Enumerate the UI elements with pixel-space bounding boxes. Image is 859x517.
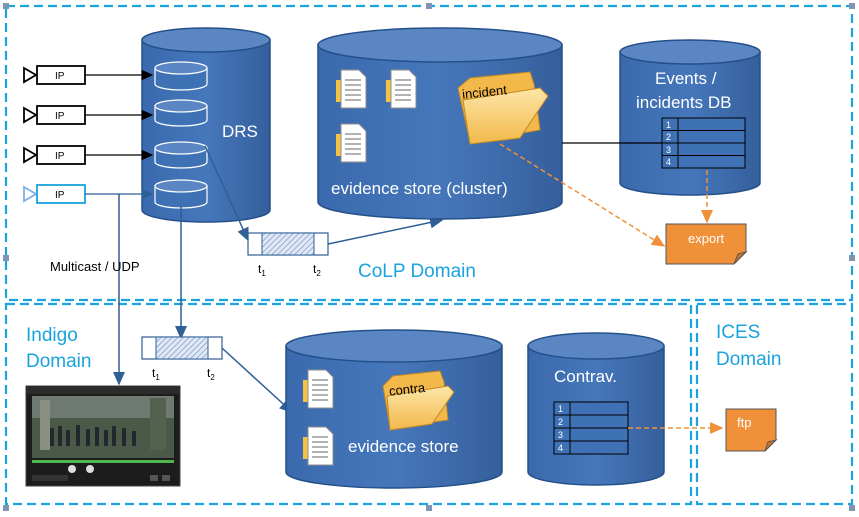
export-label: export [688, 231, 725, 246]
document-icon [336, 123, 367, 163]
incident-folder-label: incident [461, 82, 508, 102]
frame-handle [426, 505, 432, 511]
document-icon [303, 369, 334, 409]
frame-handle [849, 255, 855, 261]
ip-label: IP [55, 190, 65, 201]
buffer-to-evidence-cluster-arrow [327, 216, 444, 245]
ices-domain-frame [695, 302, 854, 506]
ip-sources: IP IP IP IP [23, 65, 154, 204]
table-row-number: 3 [666, 145, 671, 155]
incident-folder-icon: incident [457, 71, 549, 145]
table-row-number: 2 [558, 417, 563, 427]
table-row-number: 1 [558, 404, 563, 414]
ip-source: IP [23, 105, 154, 125]
evidence-store-label: evidence store [348, 437, 459, 456]
export-document: export [665, 223, 748, 265]
video-player [25, 385, 181, 487]
frame-handle [3, 505, 9, 511]
ip-label: IP [55, 71, 65, 82]
partition-cylinder [154, 61, 208, 91]
timeline-bar [32, 460, 174, 463]
drs-to-buffer-arrow [204, 145, 249, 242]
indigo-domain-label-1: Indigo [26, 325, 78, 346]
ftp-label: ftp [737, 415, 751, 430]
partition-cylinder [154, 99, 208, 127]
events-db-label-1: Events / [655, 69, 717, 88]
frame-handle [3, 3, 9, 9]
evidence-store-cluster-label: evidence store (cluster) [331, 179, 508, 198]
multicast-label: Multicast / UDP [50, 259, 140, 274]
events-table: 1 2 3 4 [661, 117, 746, 169]
contra-folder-icon: contra [382, 370, 455, 431]
table-row-number: 2 [666, 132, 671, 142]
table-row-number: 1 [666, 120, 671, 130]
document-icon [336, 69, 367, 109]
indigo-domain-label-2: Domain [26, 351, 91, 372]
contrav-label: Contrav. [554, 367, 617, 386]
drs-partitions [154, 61, 208, 209]
buffer-top: t1 t2 [247, 232, 329, 278]
contrav-table: 1 2 3 4 [553, 401, 629, 455]
table-row-number: 4 [666, 157, 671, 167]
table-row-number: 3 [558, 430, 563, 440]
document-icon [303, 426, 334, 466]
buffer-top-t2: t2 [313, 262, 321, 278]
contra-folder-label: contra [388, 380, 426, 399]
events-db-label-2: incidents DB [636, 93, 731, 112]
ip-label: IP [55, 151, 65, 162]
pause-icon [86, 465, 94, 473]
buffer-bottom-t1: t1 [152, 366, 160, 382]
ip-source: IP [23, 145, 154, 165]
play-icon [68, 465, 76, 473]
frame-handle [849, 505, 855, 511]
frame-handle [3, 255, 9, 261]
ices-domain-label-1: ICES [716, 322, 760, 343]
frame-handle [849, 3, 855, 9]
frame-handle [426, 3, 432, 9]
domain-frames [3, 3, 855, 511]
ip-source-multicast: IP [23, 184, 154, 204]
partition-cylinder [154, 179, 208, 209]
ip-label: IP [55, 111, 65, 122]
indigo-domain-frame [4, 302, 693, 506]
buffer-bottom-t2: t2 [207, 366, 215, 382]
buffer-bottom: t1 t2 [141, 336, 223, 382]
ftp-document: ftp [725, 408, 778, 452]
ices-domain-label-2: Domain [716, 349, 781, 370]
document-icon [386, 69, 417, 109]
colp-domain-label: CoLP Domain [358, 261, 476, 282]
folder-to-export-arrow [499, 143, 666, 247]
partition-cylinder [154, 141, 208, 169]
ip-source: IP [23, 65, 154, 85]
drs-label: DRS [222, 122, 258, 141]
buffer-top-t1: t1 [258, 262, 266, 278]
bottom-buffer-to-evidence-arrow [221, 347, 294, 414]
table-row-number: 4 [558, 443, 563, 453]
